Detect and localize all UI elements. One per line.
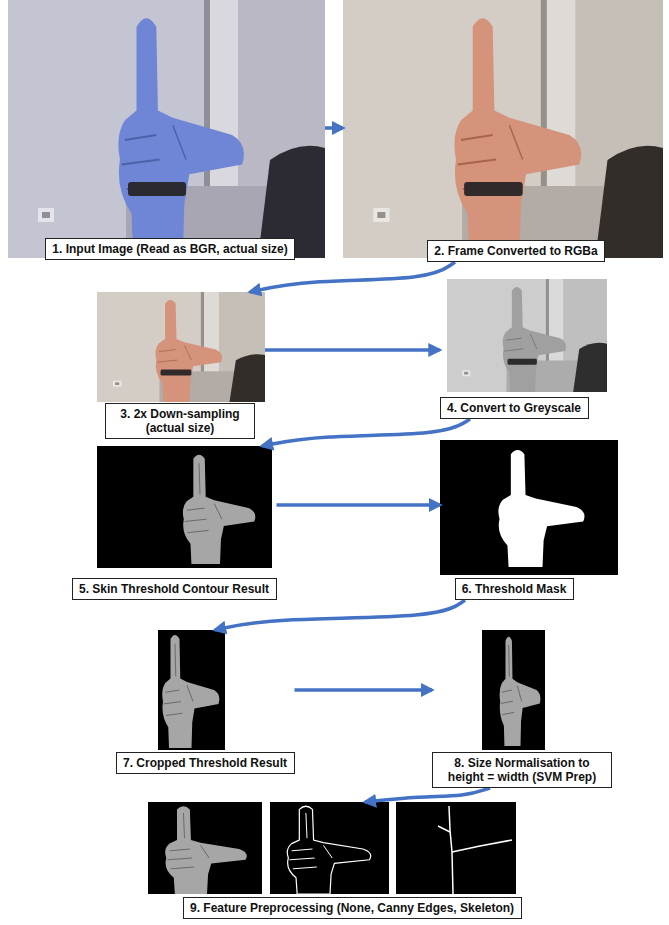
greyscale-photo <box>447 279 607 392</box>
stage-caption: 5. Skin Threshold Contour Result <box>72 578 277 600</box>
flow-arrow <box>277 503 441 507</box>
stage-caption: 9. Feature Preprocessing (None, Canny Ed… <box>183 897 522 919</box>
plain-ground <box>148 802 262 894</box>
stage-caption: 2. Frame Converted to RGBa <box>427 240 605 262</box>
flow-arrow <box>262 419 470 446</box>
normalised-hand <box>500 637 541 746</box>
flow-arrow <box>250 262 455 292</box>
input-photo <box>8 0 325 258</box>
skeleton-line <box>452 840 512 852</box>
downsampled-photo <box>97 292 265 402</box>
crop-ground <box>158 630 225 750</box>
threshold-ground <box>97 446 272 568</box>
flow-arrow <box>365 788 490 802</box>
flow-arrow <box>325 126 343 130</box>
stage-caption: 3. 2x Down-sampling (actual size) <box>105 403 255 439</box>
pipeline-stage: 4. Convert to Greyscale <box>440 279 608 419</box>
pipeline-stage: 8. Size Normalisation to height = width … <box>432 630 612 788</box>
pipeline-stage: 2. Frame Converted to RGBa <box>343 0 663 262</box>
mask-ground <box>440 440 618 575</box>
normalised-ground <box>482 630 545 750</box>
skeleton-ground <box>396 802 516 894</box>
pipeline-stage: 6. Threshold Mask <box>440 440 618 600</box>
pipeline-stage: 9. Feature Preprocessing (None, Canny Ed… <box>148 802 522 919</box>
cropped-hand <box>162 635 219 748</box>
stage-caption: 7. Cropped Threshold Result <box>116 752 295 774</box>
pipeline-stage: 7. Cropped Threshold Result <box>116 630 295 774</box>
contour-hand <box>183 455 256 564</box>
rgb-photo <box>343 0 663 258</box>
stage-caption: 1. Input Image (Read as BGR, actual size… <box>45 238 295 260</box>
canny-ground <box>270 802 389 894</box>
skeleton-line <box>438 826 450 832</box>
flow-arrow <box>265 348 440 352</box>
canny-edges <box>287 806 370 894</box>
stage-caption: 6. Threshold Mask <box>455 578 574 600</box>
stage-caption: 8. Size Normalisation to height = width … <box>432 752 612 788</box>
pipeline-stage: 5. Skin Threshold Contour Result <box>72 446 277 600</box>
pipeline-stage: 1. Input Image (Read as BGR, actual size… <box>8 0 325 260</box>
flow-arrow <box>215 600 465 630</box>
stage-caption: 4. Convert to Greyscale <box>440 397 589 419</box>
pipeline-stage: 3. 2x Down-sampling (actual size) <box>97 292 265 439</box>
flow-arrow <box>295 688 433 692</box>
plain-hand <box>165 806 247 894</box>
skeleton-line <box>449 806 453 894</box>
mask-hand <box>498 450 584 567</box>
